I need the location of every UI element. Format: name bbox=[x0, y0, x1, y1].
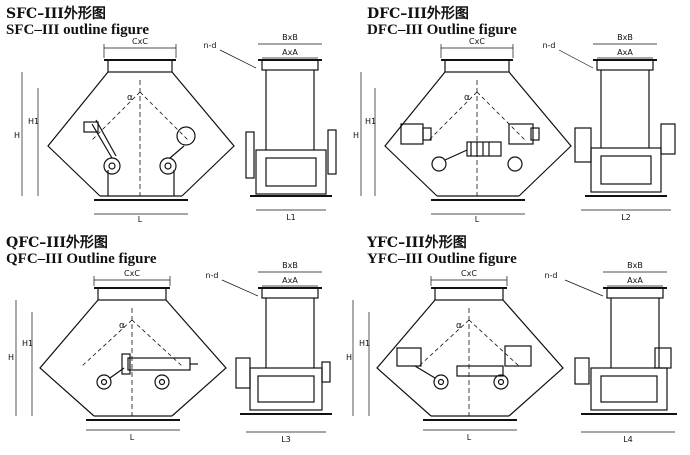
dim-cxc: CxC bbox=[461, 269, 477, 278]
angle-alpha: α bbox=[119, 321, 125, 331]
dim-h1: H1 bbox=[365, 117, 376, 126]
outline-drawing: CxC BxB AxA n-d α H H1 L L1 bbox=[14, 33, 337, 224]
panel-title-en: SFC–III outline figure bbox=[6, 22, 150, 38]
dim-axa: AxA bbox=[617, 48, 633, 57]
dim-lside: L2 bbox=[621, 213, 631, 222]
dim-h: H bbox=[14, 131, 20, 140]
angle-alpha: α bbox=[456, 321, 462, 331]
dim-l: L bbox=[467, 433, 472, 442]
dim-l: L bbox=[475, 215, 480, 224]
angle-alpha: α bbox=[464, 93, 470, 103]
panel-yfc: YFC–III外形图 YFC–III Outline figure bbox=[345, 228, 690, 455]
dim-axa: AxA bbox=[282, 48, 298, 57]
outline-drawing: CxC BxB AxA n-d α H H1 L L4 bbox=[346, 261, 677, 444]
panel-title-cn: SFC–III外形图 bbox=[6, 6, 106, 22]
dim-cxc: CxC bbox=[469, 37, 485, 46]
panel-dfc: DFC–III外形图 DFC–III Outline figure bbox=[345, 0, 690, 227]
dim-h: H bbox=[353, 131, 359, 140]
panel-title-en: DFC–III Outline figure bbox=[367, 22, 517, 38]
dim-cxc: CxC bbox=[124, 269, 140, 278]
dim-nd: n-d bbox=[544, 271, 557, 280]
dim-nd: n-d bbox=[203, 41, 216, 50]
dim-h1: H1 bbox=[28, 117, 39, 126]
dim-h: H bbox=[8, 353, 14, 362]
dim-h1: H1 bbox=[22, 339, 33, 348]
dim-axa: AxA bbox=[282, 276, 298, 285]
panel-title-en: QFC–III Outline figure bbox=[6, 251, 157, 267]
angle-alpha: α bbox=[127, 93, 133, 103]
dim-axa: AxA bbox=[627, 276, 643, 285]
dim-bxb: BxB bbox=[282, 33, 298, 42]
dim-bxb: BxB bbox=[282, 261, 298, 270]
outline-drawing: CxC BxB AxA n-d α H H1 L L2 bbox=[353, 33, 676, 224]
panel-title-cn: QFC–III外形图 bbox=[6, 235, 108, 251]
panel-title-cn: DFC–III外形图 bbox=[367, 6, 469, 22]
dim-lside: L3 bbox=[281, 435, 291, 444]
dim-nd: n-d bbox=[205, 271, 218, 280]
dim-h: H bbox=[346, 353, 352, 362]
dim-l: L bbox=[130, 433, 135, 442]
dim-lside: L4 bbox=[623, 435, 633, 444]
dim-bxb: BxB bbox=[617, 33, 633, 42]
dim-h1: H1 bbox=[359, 339, 370, 348]
dim-nd: n-d bbox=[542, 41, 555, 50]
dim-bxb: BxB bbox=[627, 261, 643, 270]
outline-drawing: CxC BxB AxA n-d α H H1 L L3 bbox=[8, 261, 332, 444]
dim-l: L bbox=[138, 215, 143, 224]
dim-cxc: CxC bbox=[132, 37, 148, 46]
panel-qfc: QFC–III外形图 QFC–III Outline figure bbox=[0, 228, 345, 455]
panel-title-cn: YFC–III外形图 bbox=[367, 235, 467, 251]
panel-sfc: SFC–III外形图 SFC–III outline figure bbox=[0, 0, 345, 227]
dim-lside: L1 bbox=[286, 213, 296, 222]
panel-title-en: YFC–III Outline figure bbox=[367, 251, 517, 267]
